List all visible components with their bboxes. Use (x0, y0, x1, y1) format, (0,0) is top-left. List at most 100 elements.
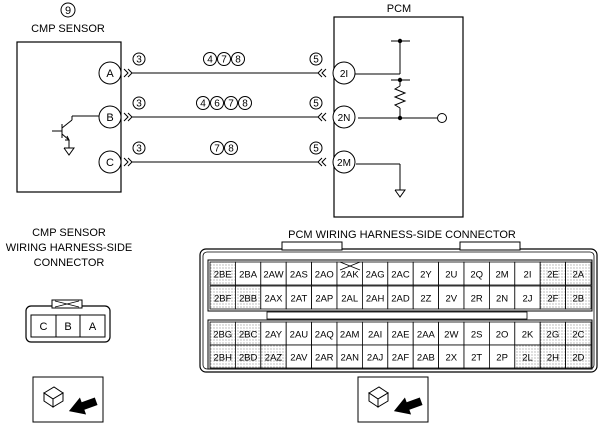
pcm-connector-cell-label: 2AH (366, 294, 385, 305)
pcm-connector-cell-label: 2AR (315, 353, 334, 364)
pcm-connector-cell-label: 2AC (391, 270, 410, 281)
pcm-connector-cell-label: 2AL (341, 294, 358, 305)
pcm-connector-cell (565, 344, 592, 369)
cmp-terminal-label: B (106, 112, 113, 124)
pcm-connector-cell-label: 2AK (341, 270, 360, 281)
wire-ref-number: 4 (207, 55, 213, 66)
pcm-terminal-label: 2I (340, 69, 348, 80)
pcm-connector-cell-label: 2AZ (265, 353, 283, 364)
junction-dot (397, 77, 403, 83)
pcm-connector-key-marker (339, 261, 361, 271)
wire-code-circle (309, 52, 323, 66)
pcm-connector-cell-label: 2BA (239, 270, 258, 281)
pcm-connector-cell-label: 2AF (392, 353, 410, 364)
pcm-connector-cell-label: 2BG (213, 330, 232, 341)
pcm-connector-cell-label: 2Y (420, 270, 432, 281)
pcm-connector-cell (565, 261, 592, 286)
pcm-connector-cell-label: 2AP (315, 294, 333, 305)
pcm-connector-cell-label: 2AT (291, 294, 308, 305)
pcm-connector-cell-label: 2AX (265, 294, 284, 305)
pcm-terminal-circle (332, 150, 356, 174)
cmp-pin-a: A (89, 321, 97, 333)
pcm-connector-cell-label: 2AS (290, 270, 308, 281)
cmp-terminal-label: A (106, 68, 114, 80)
pcm-connector-cell-label: 2BE (214, 270, 232, 281)
connector-chevron (321, 112, 327, 122)
pcm-connector-cell-label: 2A (572, 270, 584, 281)
connector-chevron (321, 157, 327, 167)
pcm-label: PCM (387, 3, 411, 15)
pcm-connector-cell-label: 2AY (265, 330, 283, 341)
connector-chevron (317, 112, 323, 122)
pcm-connector-cell-label: 2BH (213, 353, 232, 364)
wire-ref-circle (203, 52, 217, 66)
cmp-connector-title-line3: CONNECTOR (34, 257, 105, 269)
pcm-connector-cell-label: 2Z (420, 294, 431, 305)
wire-ref-circle (238, 96, 252, 110)
cmp-connector-title-line2: WIRING HARNESS-SIDE (6, 242, 133, 254)
wire-ref-circle (196, 96, 210, 110)
cmp-terminal-circle (98, 150, 122, 174)
transistor-symbol (52, 115, 104, 156)
wire-ref-number: 8 (242, 99, 248, 110)
pcm-connector-cell-label: 2L (522, 353, 533, 364)
pcm-connector-cell-label: 2AU (290, 330, 309, 341)
pcm-connector-cell-label: 2G (547, 330, 560, 341)
pcm-connector: PCM WIRING HARNESS-SIDE CONNECTOR 2BE 2BA… (199, 229, 598, 373)
pcm-connector-cell-label: 2V (445, 294, 457, 305)
wire-ref-number: 6 (214, 99, 220, 110)
cmp-terminal-circle (98, 105, 122, 129)
connector-chevron (321, 68, 327, 78)
pcm-connector-cell-label: 2E (547, 270, 559, 281)
pcm-connector-cell-label: 2T (471, 353, 482, 364)
connector-chevron (317, 68, 323, 78)
wire-ref-circle (210, 96, 224, 110)
cmp-connector-pin-frame (30, 314, 106, 338)
wire-code-cmp: 3 (136, 144, 142, 155)
cmp-sensor-label: CMP SENSOR (31, 23, 105, 35)
pcm-terminal-circle (332, 105, 356, 129)
pcm-connector-cell-label: 2AM (340, 330, 360, 341)
wire-code-circle (309, 96, 323, 110)
cmp-ref-circle (60, 2, 76, 18)
pcm-connector-cell-label: 2AA (417, 330, 436, 341)
junction-dot (397, 38, 403, 44)
connector-chevron (123, 157, 129, 167)
wire-code-pcm: 5 (313, 144, 319, 155)
cmp-pin-b: B (64, 321, 71, 333)
connector-chevron (317, 157, 323, 167)
pcm-connector-cell-label: 2S (471, 330, 483, 341)
pcm-connector-cell-label: 2O (496, 330, 509, 341)
wire-ref-circle (231, 52, 245, 66)
wire-ref-circle (210, 141, 224, 155)
wire-ref-circle (224, 96, 238, 110)
pcm-connector-title: PCM WIRING HARNESS-SIDE CONNECTOR (288, 229, 516, 241)
pcm-connector-cell-label: 2C (572, 330, 584, 341)
wire-ref-number: 7 (221, 55, 227, 66)
cmp-connector-title-line1: CMP SENSOR (32, 227, 106, 239)
connector-chevron (123, 112, 129, 122)
pcm-connector-cell-label: 2BD (239, 353, 258, 364)
pcm-connector-cell (565, 285, 592, 310)
pcm-connector-cell-label: 2BB (239, 294, 257, 305)
pcm-connector-cell-label: 2AB (417, 353, 435, 364)
pcm-connector-tab-right (459, 241, 521, 251)
pcm-connector-cell-label: 2AJ (367, 353, 384, 364)
pcm-view-direction-icon (357, 376, 429, 423)
pcm-connector-cell-label: 2X (445, 353, 457, 364)
pcm-connector-cell-label: 2AW (263, 270, 283, 281)
wire-ref-number: 7 (228, 99, 234, 110)
cmp-sensor: 9 CMP SENSOR (16, 2, 122, 193)
pcm-connector-cell-label: 2AD (391, 294, 410, 305)
pcm-connector-cell-label: 2U (445, 270, 457, 281)
pcm-connector-cell-label: 2M (495, 270, 508, 281)
wire-code-circle (132, 141, 146, 155)
wire-ref-number: 8 (228, 144, 234, 155)
wire-code-circle (132, 52, 146, 66)
pcm-connector-cell-label: 2AQ (315, 330, 334, 341)
